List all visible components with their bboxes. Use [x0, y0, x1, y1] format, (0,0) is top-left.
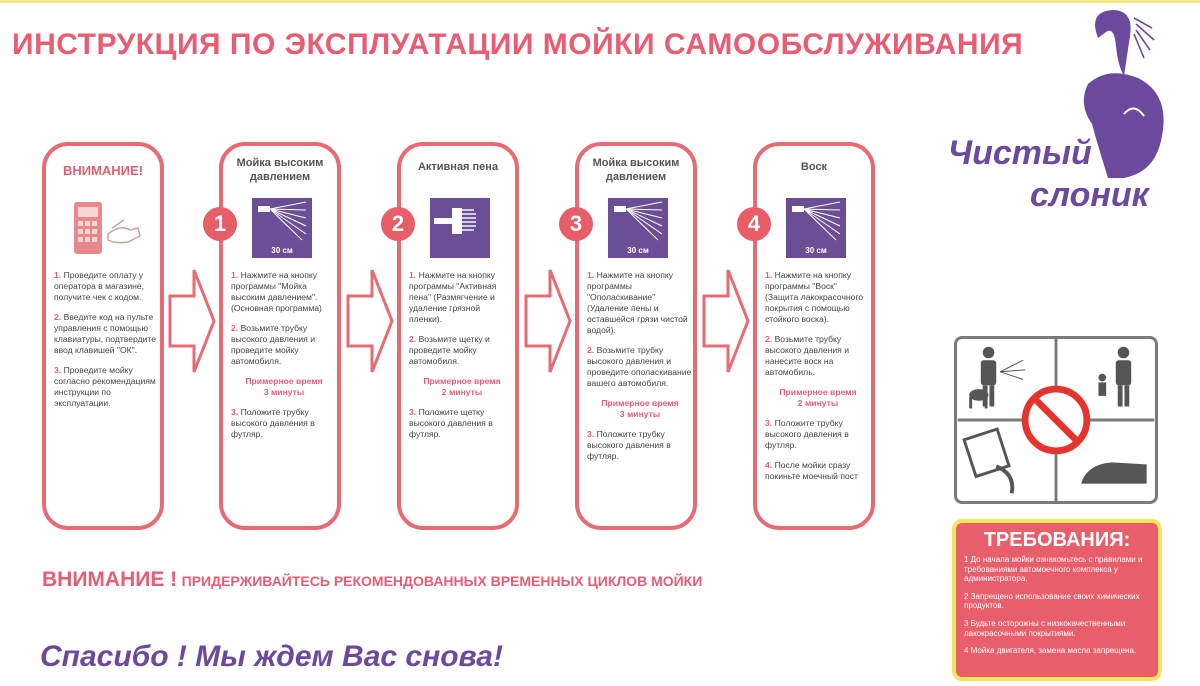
step-title: Воск	[800, 161, 828, 173]
thanks-message: Спасибо ! Мы ждем Вас снова!	[40, 640, 503, 673]
attention-card-title: ВНИМАНИЕ!	[62, 163, 144, 178]
requirement-item: 3 Будьте осторожны с низкокачественными …	[964, 618, 1126, 638]
step-text: 1. Нажмите на кнопку программы "Ополаски…	[587, 270, 693, 471]
step-item: 1. Нажмите на кнопку программы "Активная…	[409, 270, 497, 324]
step-number-badge: 2	[381, 207, 415, 241]
svg-text:30 см: 30 см	[805, 246, 827, 255]
requirements-panel: ТРЕБОВАНИЯ: 1 До начала мойки ознакомьте…	[952, 519, 1162, 681]
step-card-2: Активная пена 1. Нажмите на кнопку прогр…	[397, 142, 519, 530]
step-item: 1. Нажмите на кнопку программы "Воск" (З…	[765, 270, 864, 324]
arrow-icon	[168, 269, 216, 373]
warning-label: ВНИМАНИЕ !	[42, 568, 178, 591]
requirements-list: 1 До начала мойки ознакомьтесь с правила…	[964, 555, 1158, 664]
step-time: Примерное время 2 минуты	[779, 387, 857, 408]
step-number-badge: 4	[737, 207, 771, 241]
attention-card: ВНИМАНИЕ! 1. Проведите оплату у оператор…	[42, 142, 164, 530]
wax-spray-icon: 30 см	[786, 198, 846, 258]
attention-item: 2. Введите код на пульте управления с по…	[54, 312, 157, 355]
attention-card-text: 1. Проведите оплату у оператора в магази…	[54, 270, 160, 418]
high-pressure-spray-icon: 30 см	[252, 198, 312, 258]
step-number-badge: 3	[559, 207, 593, 241]
step-number-badge: 1	[203, 207, 237, 241]
arrow-icon	[346, 269, 394, 373]
step-title: Активная пена	[417, 161, 499, 173]
step-text: 1. Нажмите на кнопку программы "Активная…	[409, 270, 515, 449]
step-time: Примерное время 3 минуты	[601, 398, 679, 419]
step-title: Мойка высоким давлением	[592, 157, 680, 183]
warning-text: ПРИДЕРЖИВАЙТЕСЬ РЕКОМЕНДОВАННЫХ ВРЕМЕННЫ…	[181, 573, 703, 589]
step-item: 2. Возьмите трубку высокого давления и н…	[765, 334, 850, 377]
attention-item: 1. Проведите оплату у оператора в магази…	[54, 270, 145, 302]
step-item: 1. Нажмите на кнопку программы "Мойка вы…	[231, 270, 322, 313]
svg-text:30 см: 30 см	[627, 246, 649, 255]
step-item: 3. Положите трубку высокого давления в ф…	[765, 418, 849, 450]
top-border-line	[0, 0, 1200, 3]
foam-brush-icon	[430, 198, 490, 258]
logo-text-line2: слоник	[1030, 176, 1149, 214]
step-time: Примерное время 3 минуты	[245, 376, 323, 397]
step-item: 1. Нажмите на кнопку программы "Ополаски…	[587, 270, 688, 335]
step-item: 3. Положите трубку высокого давления в ф…	[231, 407, 315, 439]
step-item: 3. Положите трубку высокого давления в ф…	[587, 429, 671, 461]
step-item: 2. Возьмите трубку высокого давления и п…	[587, 345, 692, 388]
step-card-4: Воск 30 см 1. Нажмите на кнопку программ…	[753, 142, 875, 530]
arrow-icon	[524, 269, 572, 373]
payment-terminal-icon	[74, 202, 141, 254]
requirement-item: 1 До начала мойки ознакомьтесь с правила…	[964, 555, 1143, 584]
step-item: 2. Возьмите трубку высокого давления и п…	[231, 323, 316, 366]
elephant-logo-icon	[1083, 10, 1164, 178]
page-title: ИНСТРУКЦИЯ ПО ЭКСПЛУАТАЦИИ МОЙКИ САМООБС…	[12, 28, 1024, 61]
step-time: Примерное время 2 минуты	[423, 376, 501, 397]
requirement-item: 4 Мойка двигателя, замена масла запрещен…	[964, 646, 1137, 656]
step-item: 4. После мойки сразу покиньте моечный по…	[765, 460, 858, 481]
requirement-item: 2 Запрещено использование своих химическ…	[964, 591, 1140, 611]
step-card-3: Мойка высоким давлением 30 см 1. Нажмите…	[575, 142, 697, 530]
arrow-icon	[702, 269, 750, 373]
step-text: 1. Нажмите на кнопку программы "Мойка вы…	[231, 270, 337, 449]
high-pressure-spray-icon: 30 см	[608, 198, 668, 258]
step-title: Мойка высоким давлением	[236, 157, 324, 183]
requirements-title: ТРЕБОВАНИЯ:	[983, 529, 1131, 551]
step-item: 2. Возьмите щетку и проведите мойку авто…	[409, 334, 490, 366]
svg-text:30 см: 30 см	[271, 246, 293, 255]
step-card-1: Мойка высоким давлением 30 см 1. Нажмите…	[219, 142, 341, 530]
attention-item: 3. Проведите мойку согласно рекомендация…	[54, 365, 156, 408]
step-item: 3. Положите щетку высокого давления в фу…	[409, 407, 493, 439]
prohibitions-pictogram	[954, 336, 1158, 504]
warning-line: ВНИМАНИЕ ! ПРИДЕРЖИВАЙТЕСЬ РЕКОМЕНДОВАНН…	[42, 568, 702, 592]
step-text: 1. Нажмите на кнопку программы "Воск" (З…	[765, 270, 871, 491]
logo-text-line1: Чистый	[948, 134, 1092, 172]
